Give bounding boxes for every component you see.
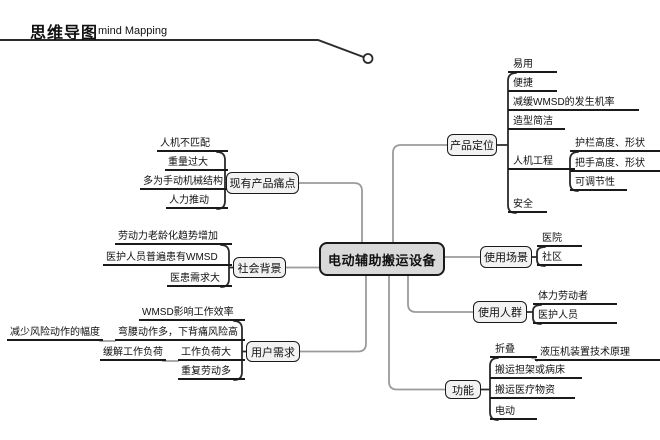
connector-positioning [392, 144, 448, 243]
subleaf-topic[interactable]: 可调节性 [570, 175, 627, 191]
connector-functions [388, 275, 446, 391]
leaf-topic[interactable]: 体力劳动者 [533, 289, 617, 305]
leaf-topic[interactable]: 电动 [490, 404, 537, 420]
leaf-topic[interactable]: 劳动力老龄化趋势增加 [115, 229, 232, 245]
subleaf-topic[interactable]: 液压机装置技术原理 [535, 345, 660, 361]
title-rule [0, 39, 374, 64]
leaf-topic[interactable]: 搬运医疗物资 [490, 383, 575, 399]
subleaf-topic[interactable]: 把手高度、形状 [570, 156, 660, 172]
branch-use-scenarios[interactable]: 使用场景 [480, 246, 532, 268]
branch-social-background[interactable]: 社会背景 [233, 257, 286, 278]
branch-product-positioning[interactable]: 产品定位 [447, 134, 497, 156]
leaf-topic[interactable]: 造型简洁 [508, 114, 565, 130]
leaf-topic[interactable]: 折叠 [490, 342, 537, 358]
leaf-topic[interactable]: 医院 [537, 231, 582, 247]
page-subtitle: mind Mapping [98, 25, 168, 37]
leaf-topic[interactable]: WMSD影响工作效率 [139, 305, 245, 321]
subleaf-topic[interactable]: 减少风险动作的幅度 [7, 325, 103, 341]
root-topic[interactable]: 电动辅助搬运设备 [319, 242, 445, 276]
leaf-topic[interactable]: 安全 [508, 197, 547, 213]
branch-connectors [285, 144, 481, 391]
leaf-topic[interactable]: 医护人员 [533, 308, 617, 324]
branch-user-needs[interactable]: 用户需求 [246, 341, 300, 362]
title-rule-endpoint-circle [362, 53, 374, 64]
connector-needs [299, 275, 367, 353]
branch-user-groups[interactable]: 使用人群 [473, 301, 527, 323]
leaf-topic[interactable]: 人机不匹配 [157, 136, 228, 152]
child-brackets [216, 72, 579, 421]
connector-pain [298, 182, 363, 243]
leaf-topic[interactable]: 重量过大 [165, 155, 228, 171]
subleaf-topic[interactable]: 护栏高度、形状 [570, 136, 660, 152]
leaf-topic[interactable]: 搬运担架或病床 [490, 363, 582, 379]
leaf-topic[interactable]: 人力推动 [166, 193, 228, 209]
branch-functions[interactable]: 功能 [445, 380, 481, 399]
subleaf-topic[interactable]: 缓解工作负荷 [100, 345, 166, 361]
bracket-positioning [496, 72, 517, 214]
leaf-topic[interactable]: 易用 [508, 57, 557, 73]
page-title: 思维导图 [30, 25, 99, 42]
leaf-topic[interactable]: 工作负荷大 [178, 345, 245, 361]
leaf-topic[interactable]: 重复劳动多 [178, 364, 245, 380]
leaf-topic[interactable]: 减缓WMSD的发生机率 [508, 95, 639, 111]
leaf-topic[interactable]: 社区 [537, 250, 582, 266]
leaf-topic[interactable]: 便捷 [508, 76, 557, 92]
leaf-topic[interactable]: 医护人员普遍患有WMSD [103, 250, 232, 266]
connector-users [407, 275, 474, 313]
leaf-topic[interactable]: 人机工程 [508, 154, 575, 170]
leaf-topic[interactable]: 医患需求大 [167, 271, 232, 287]
leaf-topic[interactable]: 弯腰动作多，下背痛风险高 [115, 325, 245, 341]
leaf-topic[interactable]: 多为手动机械结构 [140, 174, 228, 190]
branch-pain-points[interactable]: 现有产品痛点 [226, 172, 299, 194]
